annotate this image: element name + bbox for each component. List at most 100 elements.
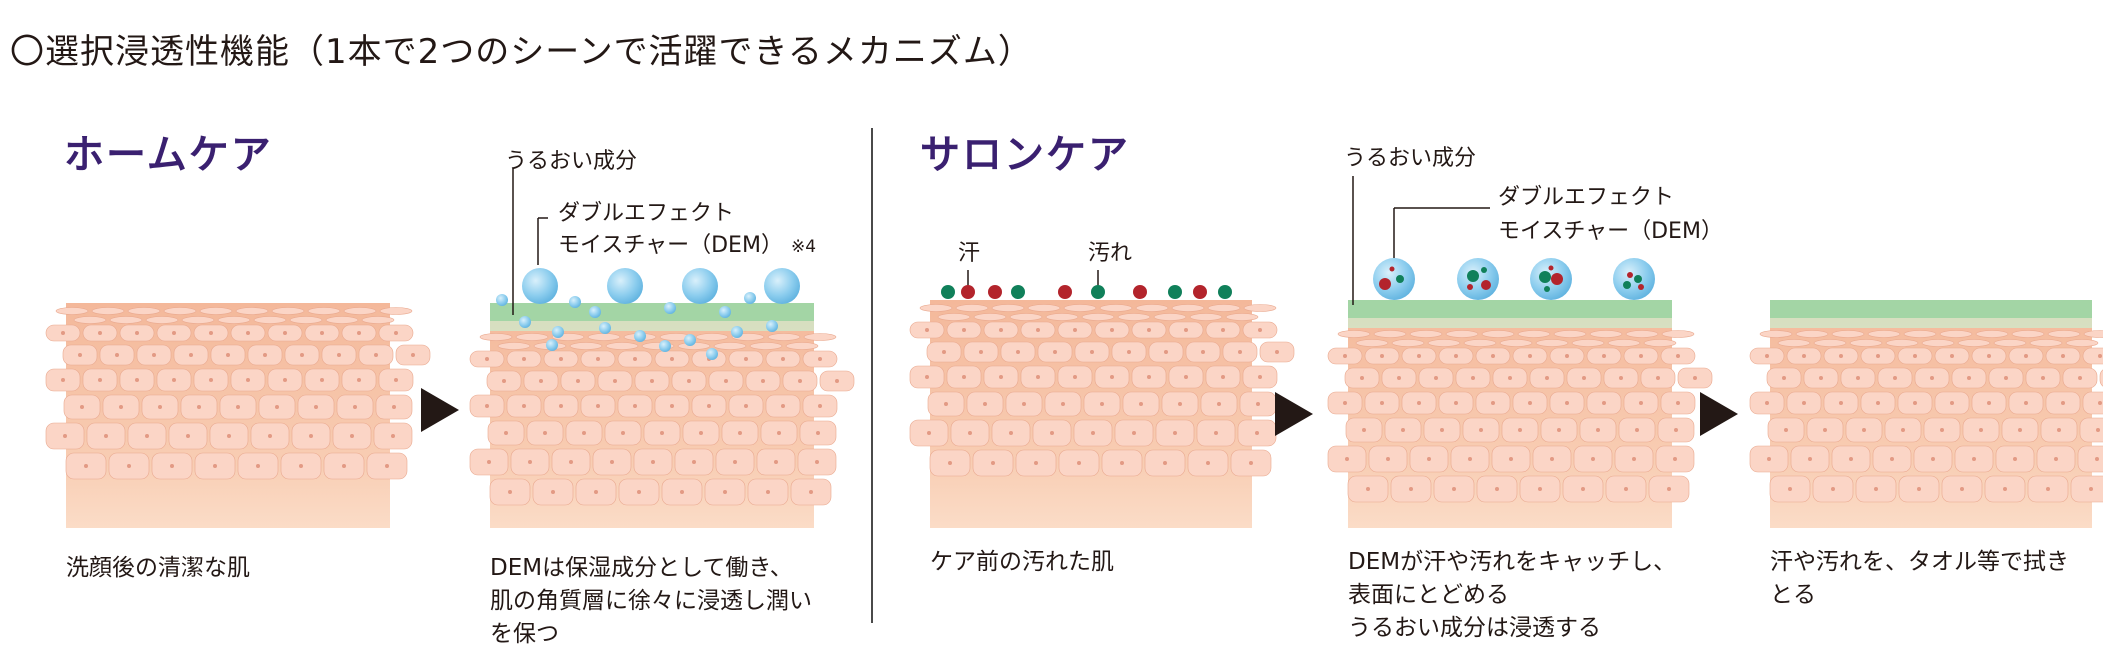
moisture-bubble: [552, 326, 564, 338]
cell-nucleus: [1950, 354, 1954, 358]
cell-nucleus: [1440, 428, 1444, 432]
cell-nucleus: [2046, 487, 2050, 491]
cell-nucleus: [983, 402, 987, 406]
cell-nucleus: [651, 460, 655, 464]
skin-cell: [1867, 330, 1901, 338]
skin-cell: [343, 307, 377, 315]
caption-line: 肌の角質層に徐々に浸透し潤い: [490, 588, 812, 614]
cell-nucleus: [2003, 487, 2007, 491]
moisture-bubble: [706, 348, 718, 360]
skin-cell: [1499, 339, 1533, 347]
cell-nucleus: [1960, 487, 1964, 491]
cell-nucleus: [1819, 376, 1823, 380]
caption-wiped-skin: 汗や汚れを、タオル等で拭き とる: [1770, 546, 2069, 612]
cell-nucleus: [1120, 461, 1124, 465]
cell-nucleus: [596, 404, 600, 408]
cell-nucleus: [576, 379, 580, 383]
cell-nucleus: [633, 404, 637, 408]
cell-nucleus: [84, 464, 88, 468]
dirt-dot: [1634, 275, 1642, 283]
cell-nucleus: [1491, 354, 1495, 358]
cell-nucleus: [2004, 376, 2008, 380]
skin-cell: [55, 307, 89, 315]
cell-nucleus: [1164, 350, 1168, 354]
skin-cell: [1643, 339, 1677, 347]
cell-nucleus: [320, 331, 324, 335]
cell-nucleus: [927, 431, 931, 435]
cell-nucleus: [1635, 428, 1639, 432]
skin-cell: [1153, 313, 1187, 321]
cell-nucleus: [1979, 428, 1983, 432]
caption-dirty-skin: ケア前の汚れた肌: [930, 549, 1114, 575]
cell-nucleus: [299, 464, 303, 468]
salon-care-heading: サロンケア: [920, 132, 1130, 178]
cell-nucleus: [1206, 461, 1210, 465]
cell-nucleus: [1808, 457, 1812, 461]
cell-nucleus: [1163, 461, 1167, 465]
cell-nucleus: [1417, 401, 1421, 405]
skin-cell: [1903, 330, 1937, 338]
cell-nucleus: [2061, 354, 2065, 358]
cell-nucleus: [1255, 431, 1259, 435]
cell-nucleus: [650, 379, 654, 383]
cell-nucleus: [1667, 487, 1671, 491]
cell-nucleus: [1693, 376, 1697, 380]
skin-cell: [1463, 339, 1497, 347]
skin-cell: [1813, 339, 1847, 347]
cell-nucleus: [1596, 428, 1600, 432]
skin-cell: [1117, 313, 1151, 321]
dem-capsule: [1373, 258, 1415, 300]
cell-nucleus: [2078, 376, 2082, 380]
sweat-dot: [1193, 285, 1207, 299]
dem-bubble: [682, 268, 718, 304]
moisture-film: [490, 303, 814, 321]
cell-nucleus: [1545, 376, 1549, 380]
skin-cell: [163, 307, 197, 315]
skin-cell: [1099, 304, 1133, 312]
cell-nucleus: [1454, 354, 1458, 358]
sweat-dot: [1058, 285, 1072, 299]
cell-nucleus: [733, 460, 737, 464]
cell-nucleus: [582, 431, 586, 435]
dirt-dot: [1544, 286, 1550, 292]
cell-nucleus: [115, 353, 119, 357]
arrow-icon: [421, 388, 459, 432]
dirt-dot: [1396, 275, 1404, 283]
cell-nucleus: [263, 353, 267, 357]
cell-nucleus: [1528, 401, 1532, 405]
dirt-dot: [941, 285, 955, 299]
skin-cell: [199, 307, 233, 315]
caption-line: DEMが汗や汚れをキャッチし、: [1348, 549, 1677, 575]
skin-cell: [2083, 330, 2103, 338]
skin-cell: [2077, 445, 2103, 473]
cell-nucleus: [1987, 401, 1991, 405]
caption-line: を保つ: [490, 621, 559, 647]
cell-nucleus: [1639, 401, 1643, 405]
cell-nucleus: [172, 331, 176, 335]
cell-nucleus: [1802, 401, 1806, 405]
cell-nucleus: [1788, 487, 1792, 491]
cell-nucleus: [944, 402, 948, 406]
skin-cell: [1171, 304, 1205, 312]
cell-nucleus: [411, 353, 415, 357]
cell-nucleus: [1034, 461, 1038, 465]
skin-cell: [569, 342, 603, 350]
cell-nucleus: [1565, 354, 1569, 358]
cell-nucleus: [687, 379, 691, 383]
home-bubbles: [496, 168, 800, 360]
skin-cell: [235, 307, 269, 315]
cell-nucleus: [1397, 376, 1401, 380]
cell-nucleus: [1091, 431, 1095, 435]
caption-line: 表面にとどめる: [1348, 582, 1509, 608]
cell-nucleus: [1491, 401, 1495, 405]
cell-nucleus: [1468, 457, 1472, 461]
cell-nucleus: [1767, 457, 1771, 461]
cell-nucleus: [485, 404, 489, 408]
cell-nucleus: [487, 460, 491, 464]
cell-nucleus: [2098, 401, 2102, 405]
dirt-dot: [1091, 285, 1105, 299]
cell-nucleus: [135, 331, 139, 335]
cell-nucleus: [1366, 487, 1370, 491]
cell-nucleus: [1362, 428, 1366, 432]
cell-nucleus: [1409, 487, 1413, 491]
